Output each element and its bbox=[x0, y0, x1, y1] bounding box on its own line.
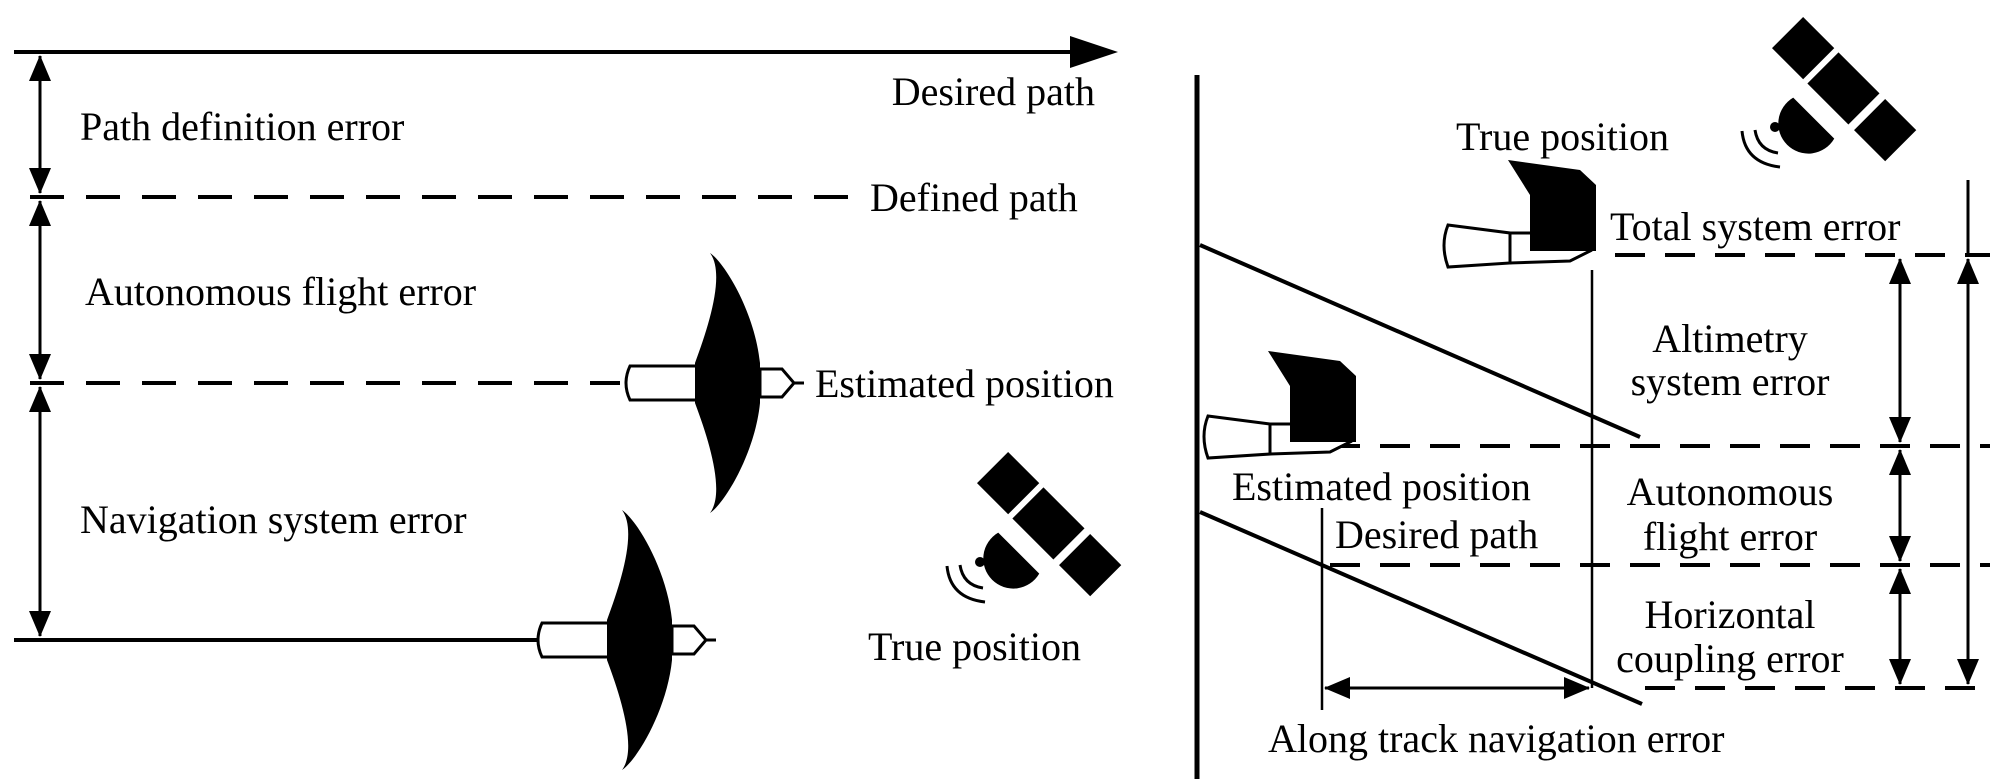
path-definition-error-label: Path definition error bbox=[80, 104, 404, 149]
desired-path-arrowhead bbox=[1070, 36, 1118, 68]
autonomous-flight-error-label-line2: flight error bbox=[1643, 514, 1817, 559]
upper-slanted-line bbox=[1199, 243, 1641, 439]
right-dimension-arrows bbox=[1889, 180, 1979, 685]
altimetry-error-label-line2: system error bbox=[1631, 359, 1830, 404]
horizontal-coupling-error-label-line2: coupling error bbox=[1616, 636, 1844, 681]
desired-path-label: Desired path bbox=[892, 69, 1095, 114]
satellite-icon bbox=[1740, 17, 1917, 169]
lower-slanted-line bbox=[1199, 510, 1643, 706]
aircraft-top-view-icon bbox=[624, 253, 804, 513]
estimated-position-label: Estimated position bbox=[815, 361, 1114, 406]
desired-path-label: Desired path bbox=[1335, 512, 1538, 557]
estimated-position-label: Estimated position bbox=[1232, 464, 1531, 509]
autonomous-flight-error-label-line1: Autonomous bbox=[1627, 469, 1834, 514]
satellite-icon bbox=[945, 452, 1122, 604]
navigation-system-error-label: Navigation system error bbox=[80, 497, 467, 542]
left-panel: Desired path Path definition error Defin… bbox=[14, 36, 1122, 770]
aircraft-side-view-icon bbox=[1202, 351, 1356, 460]
total-system-error-label: Total system error bbox=[1610, 204, 1900, 249]
altimetry-error-label-line1: Altimetry bbox=[1652, 316, 1808, 361]
aircraft-top-view-icon bbox=[536, 510, 716, 770]
aircraft-side-view-icon bbox=[1442, 160, 1596, 269]
right-panel: True position Total system error Altimet… bbox=[1199, 17, 1990, 761]
autonomous-flight-error-label: Autonomous flight error bbox=[85, 269, 476, 314]
true-position-label: True position bbox=[868, 624, 1081, 669]
along-track-error-label: Along track navigation error bbox=[1268, 716, 1725, 761]
defined-path-label: Defined path bbox=[870, 175, 1078, 220]
horizontal-coupling-error-label-line1: Horizontal bbox=[1644, 592, 1815, 637]
true-position-label: True position bbox=[1456, 114, 1669, 159]
